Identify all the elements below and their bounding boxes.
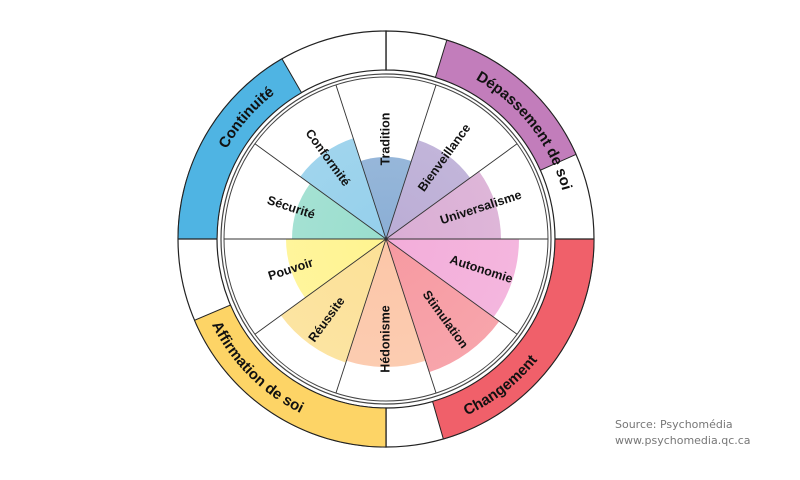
value-wedge-stimulation — [386, 239, 500, 373]
sector-divider — [254, 143, 387, 240]
group-band-affirmation-de-soi — [193, 304, 387, 448]
group-band-continuite — [177, 58, 303, 240]
value-wedge-conformite — [300, 138, 386, 239]
value-label-tradition: Tradition — [378, 113, 392, 166]
source-credit: Source: Psychomédia www.psychomedia.qc.c… — [615, 417, 751, 449]
group-band-depassement-de-soi — [434, 39, 577, 171]
sector-divider — [254, 238, 387, 335]
value-wedge-pouvoir — [286, 239, 386, 298]
sector-divider — [385, 143, 518, 240]
source-label: Source: Psychomédia — [615, 418, 733, 431]
sector-divider — [385, 238, 437, 394]
sector-divider — [385, 84, 437, 240]
source-url: www.psychomedia.qc.ca — [615, 434, 751, 447]
value-wedge-securite — [292, 183, 386, 239]
value-wedge-tradition — [360, 157, 412, 239]
group-band-changement — [431, 238, 595, 440]
sector-divider — [335, 238, 387, 394]
value-wedge-autonomie — [386, 239, 519, 318]
value-wedge-universalisme — [386, 171, 501, 239]
value-wedge-reussite — [280, 239, 386, 363]
value-wedge-bienveillance — [386, 140, 471, 239]
sector-divider — [335, 84, 387, 240]
value-wedge-hedonisme — [346, 239, 426, 367]
value-label-hedonisme: Hédonisme — [378, 305, 392, 372]
sector-divider — [385, 238, 518, 335]
